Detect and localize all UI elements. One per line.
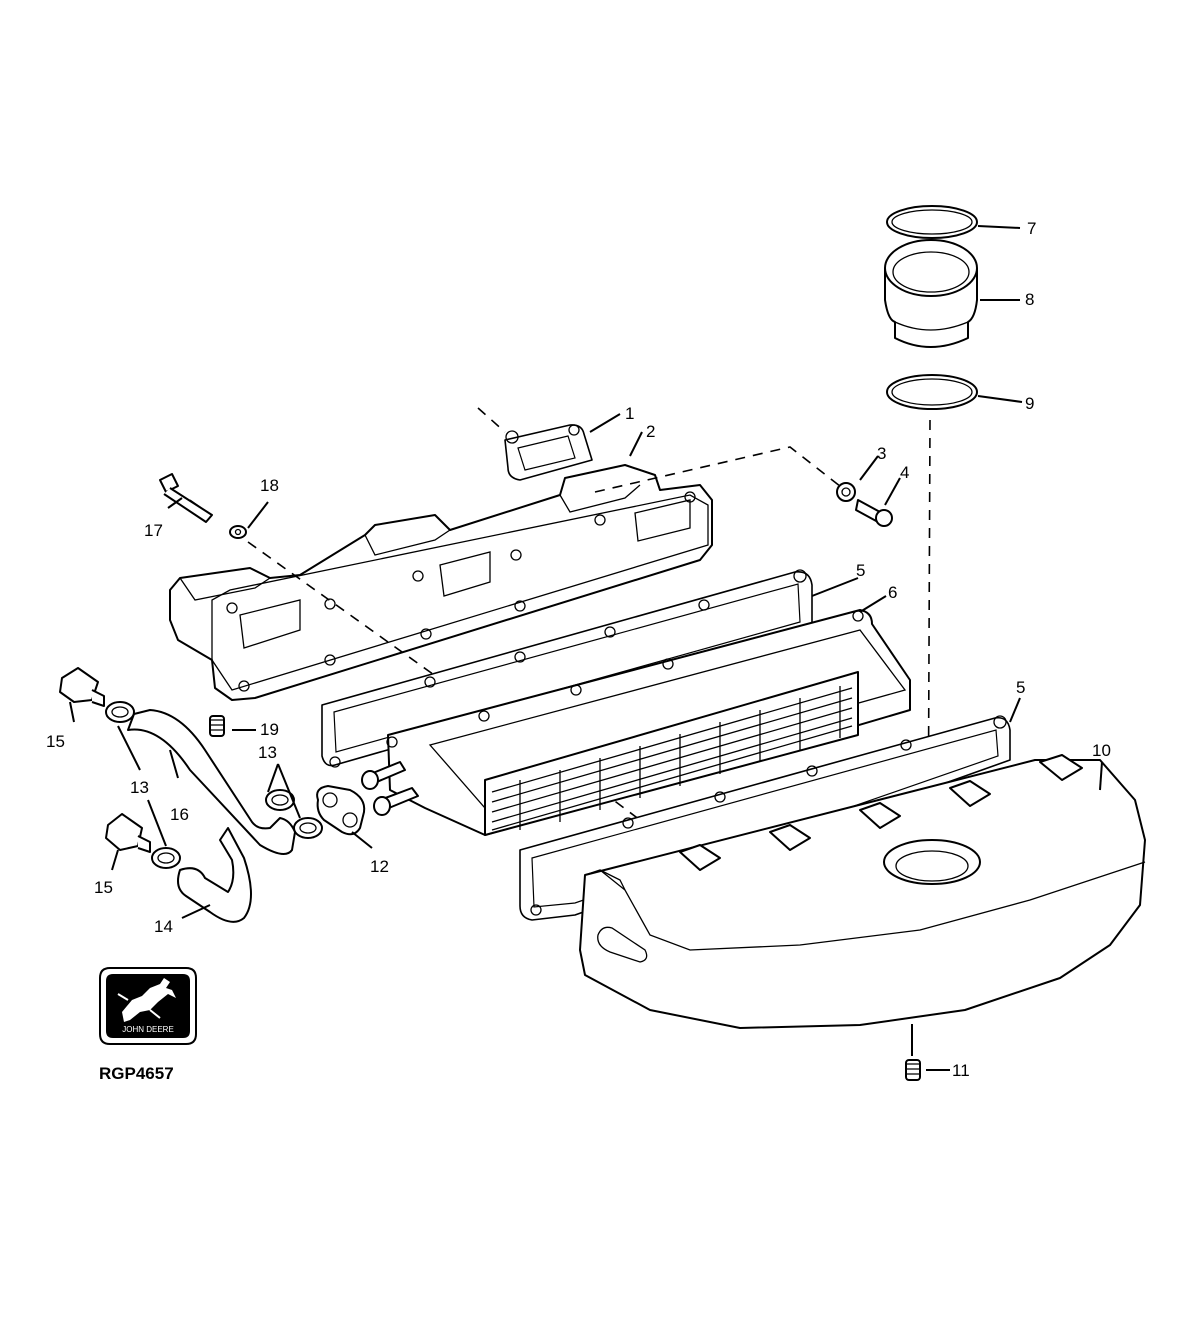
nut-3	[836, 482, 856, 502]
callout-19: 19	[260, 720, 279, 739]
gasket-1	[504, 424, 593, 481]
hose-clamp-13-a	[105, 701, 135, 723]
callout-11: 11	[952, 1061, 970, 1080]
washer-18	[229, 525, 247, 539]
callout-10: 10	[1092, 741, 1111, 760]
callout-13-left: 13	[130, 778, 149, 797]
hose-14	[177, 827, 252, 923]
aftercooler-housing-10	[579, 754, 1146, 1029]
callout-4: 4	[900, 463, 909, 482]
callout-12: 12	[370, 857, 389, 876]
hose-clamp-13-d	[151, 847, 181, 869]
logo-text: JOHN DEERE	[122, 1025, 174, 1034]
callout-3: 3	[877, 444, 886, 463]
callout-17: 17	[144, 521, 163, 540]
alignment-line-gasket-1	[477, 407, 506, 433]
callout-18: 18	[260, 476, 279, 495]
plug-19	[209, 715, 225, 737]
callout-15-upper: 15	[46, 732, 65, 751]
figure-id: RGP4657	[99, 1064, 174, 1083]
sleeve-8	[884, 239, 978, 348]
callout-13-right: 13	[258, 743, 277, 762]
aftercooler-6	[361, 609, 911, 836]
callout-5-lower: 5	[1016, 678, 1025, 697]
cap-screw-17	[159, 473, 213, 523]
callout-6: 6	[888, 583, 897, 602]
leaping-deer-icon	[117, 978, 176, 1022]
hose-16	[127, 709, 296, 855]
callout-8: 8	[1025, 290, 1034, 309]
callout-15-lower: 15	[94, 878, 113, 897]
gasket-12	[316, 785, 366, 836]
callout-16: 16	[170, 805, 189, 824]
callout-14: 14	[154, 917, 173, 936]
callout-7: 7	[1027, 219, 1036, 238]
o-ring-9	[886, 374, 978, 410]
john-deere-logo: JOHN DEERE	[99, 967, 197, 1045]
o-ring-7	[886, 205, 978, 239]
callout-5-upper: 5	[856, 561, 865, 580]
callout-labels: 1 2 3 4 5 6 7 8 9 5 10 11 12 13 13 14 15…	[46, 219, 1111, 1080]
hose-clamp-13-c	[293, 817, 323, 839]
callout-9: 9	[1025, 394, 1034, 413]
alignment-line-nut-3	[594, 446, 846, 493]
cap-screw-4	[855, 499, 893, 527]
cooler-core-fins	[491, 686, 853, 831]
callout-2: 2	[646, 422, 655, 441]
callout-1: 1	[625, 404, 634, 423]
fitting-15-upper	[59, 667, 105, 707]
hose-clamp-13-b	[265, 789, 295, 811]
plug-11	[905, 1059, 921, 1081]
leader-lines	[69, 225, 1103, 1071]
intake-manifold-2	[169, 464, 713, 701]
fitting-15-lower	[105, 813, 151, 853]
